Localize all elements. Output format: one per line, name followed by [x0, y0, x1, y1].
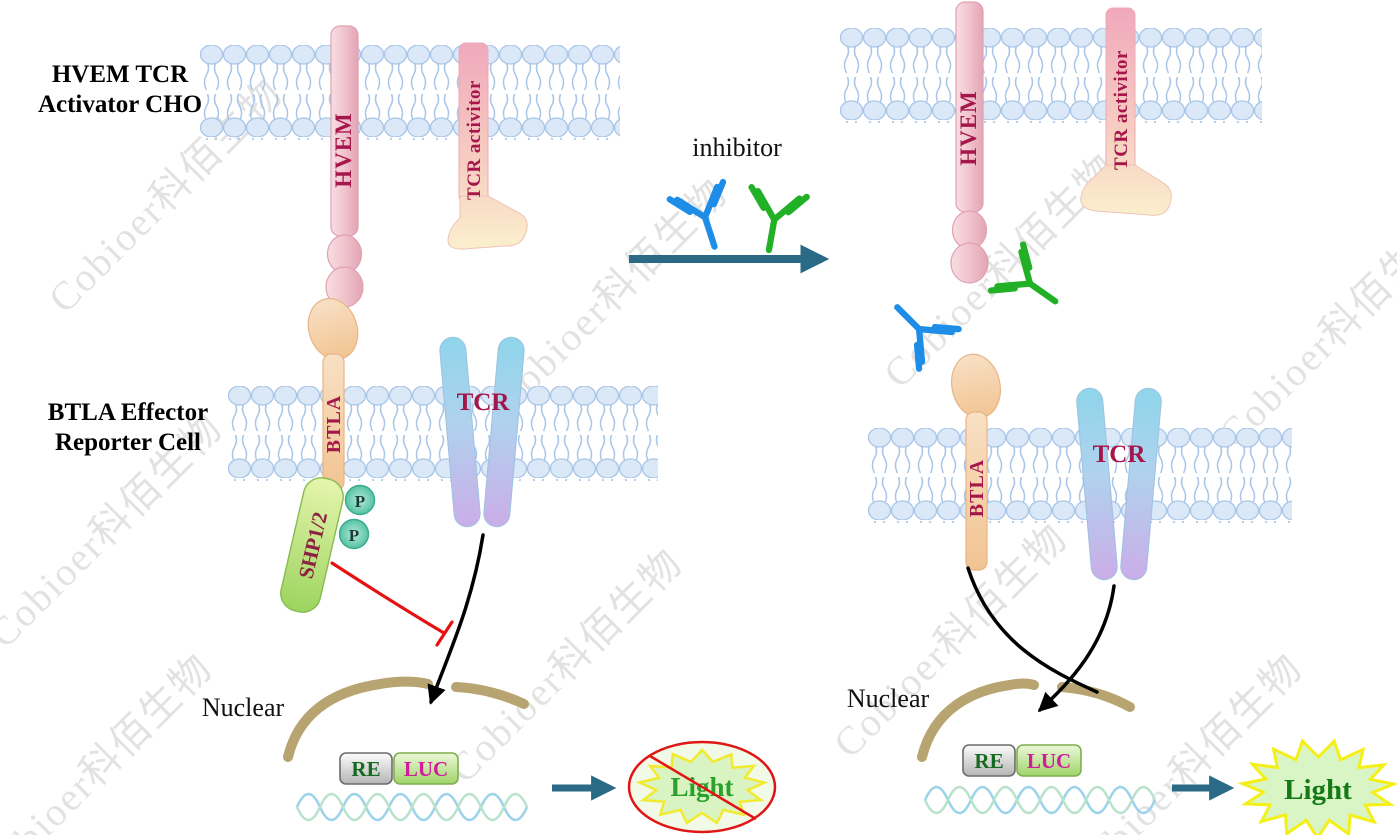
btla-protein-left: BTLA: [307, 297, 359, 491]
membrane-reporter-cell-left: [228, 386, 658, 481]
nuclear-envelope-left: [283, 676, 529, 762]
btla-label-right: BTLA: [966, 459, 988, 517]
tcr-activator-label-right: TCR activitor: [1111, 50, 1132, 170]
inhibitor-antibody-green-icon: [741, 187, 806, 255]
luc-box-left: LUC: [393, 752, 459, 785]
reporter-cell-label-line2: Reporter Cell: [55, 429, 201, 456]
phospho-p-label: P: [349, 526, 359, 545]
prohibition-slash: [649, 754, 757, 821]
tcr-label-left: TCR: [457, 389, 511, 416]
luc-label-right: LUC: [1027, 749, 1071, 773]
no-light-symbol: Light: [627, 740, 777, 834]
inhibition-t-bar: [330, 561, 454, 647]
membrane-activator-cho-left: [200, 45, 620, 140]
hvem-label-right: HVEM: [956, 90, 981, 166]
light-starburst-on: [1237, 738, 1397, 835]
btla-label-left: BTLA: [323, 395, 345, 453]
tcr-activator-protein-right: TCR activitor: [1080, 7, 1172, 216]
watermark-text: Cobioer科佰生物: [0, 645, 221, 835]
luc-box-right: LUC: [1016, 744, 1082, 777]
phospho-p-1: P: [344, 484, 376, 516]
light-label-right: Light: [1284, 774, 1352, 806]
hvem-protein-right: HVEM: [950, 1, 989, 284]
nuclear-label-right: Nuclear: [847, 684, 930, 713]
tcr-protein-right: TCR: [1076, 387, 1162, 581]
re-label-right: RE: [974, 749, 1003, 773]
watermark-text: Cobioer科佰生物: [1210, 205, 1397, 457]
hvem-domain-ellipse: [950, 242, 989, 284]
reporter-cell-label-line1: BTLA Effector: [48, 399, 208, 426]
watermark-text: Cobioer科佰生物: [825, 515, 1077, 767]
membrane-reporter-cell-right: [868, 428, 1292, 523]
membrane-activator-cho-right: [840, 28, 1262, 123]
light-symbol-on: Light: [1237, 738, 1397, 835]
dna-helix-left: [295, 792, 529, 822]
dna-helix-right: [923, 785, 1157, 815]
tcr-label-right: TCR: [1093, 441, 1147, 468]
phospho-p-label: P: [355, 492, 365, 511]
tcr-signal-arrow-left: [427, 533, 485, 705]
shp12-enzyme: SHP1/2: [280, 477, 344, 613]
tcr-activator-label-left: TCR activitor: [464, 80, 485, 200]
tcr-protein-left: TCR: [439, 336, 525, 528]
tcr-activator-protein-left: TCR activitor: [447, 42, 528, 250]
inhibitor-label: inhibitor: [692, 133, 782, 162]
hvem-label-left: HVEM: [331, 112, 356, 188]
activator-cho-label-line2: Activator CHO: [38, 91, 202, 118]
re-box-left: RE: [339, 752, 393, 785]
re-label-left: RE: [351, 757, 380, 781]
phospho-p-2: P: [338, 518, 370, 550]
btla-signal-line-right: [966, 566, 1099, 694]
watermark-text: Cobioer科佰生物: [485, 170, 737, 422]
hvem-protein-left: HVEM: [325, 25, 364, 308]
tcr-signal-arrow-right: [1037, 584, 1116, 712]
re-box-right: RE: [962, 744, 1016, 777]
nuclear-label-left: Nuclear: [202, 693, 285, 722]
luc-label-left: LUC: [404, 757, 448, 781]
btla-protein-right: BTLA: [950, 353, 1002, 571]
activator-cho-label-line1: HVEM TCR: [52, 61, 189, 88]
